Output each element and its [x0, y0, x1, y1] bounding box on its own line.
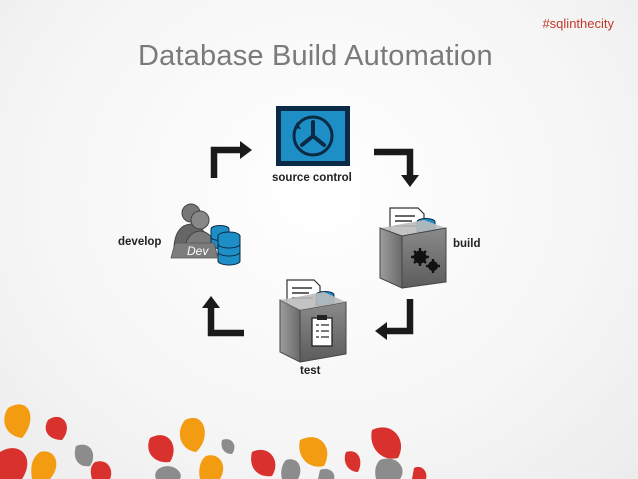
page-title: Database Build Automation: [138, 40, 493, 72]
arrow-build-to-test: [375, 299, 414, 340]
arrow-source-to-build: [374, 148, 419, 187]
arrow-test-to-develop: [202, 296, 244, 337]
stage-label-source-control: source control: [272, 172, 352, 184]
dev-badge: Dev: [187, 244, 209, 258]
build-box-icon: [379, 207, 447, 289]
source-control-icon: [276, 106, 350, 166]
arrow-develop-to-source: [210, 141, 252, 178]
test-box-icon: [279, 279, 347, 363]
developers-icon: [170, 203, 241, 266]
hashtag-label: #sqlinthecity: [542, 16, 614, 31]
stage-label-test: test: [300, 365, 321, 377]
stage-label-build: build: [453, 238, 481, 250]
stage-label-develop: develop: [118, 236, 162, 248]
decorative-leaves: [0, 404, 427, 479]
